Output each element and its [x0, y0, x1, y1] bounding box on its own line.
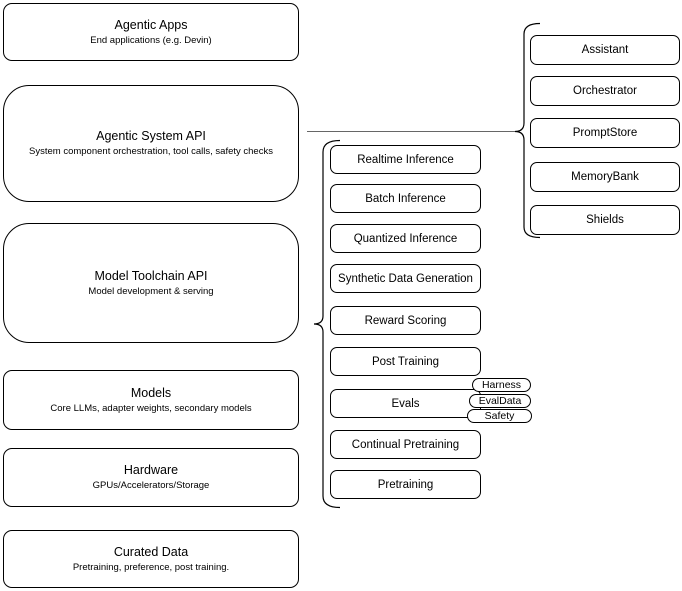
left-box-agentic-apps: Agentic Apps End applications (e.g. Devi… — [3, 3, 299, 61]
box-subtitle: End applications (e.g. Devin) — [90, 34, 212, 46]
evals-tag-harness: Harness — [472, 378, 531, 392]
left-box-models: Models Core LLMs, adapter weights, secon… — [3, 370, 299, 430]
system-box-assistant: Assistant — [530, 35, 680, 65]
system-box-memorybank: MemoryBank — [530, 162, 680, 192]
toolchain-box-pretraining: Pretraining — [330, 470, 481, 499]
box-title: Model Toolchain API — [94, 268, 208, 283]
box-subtitle: GPUs/Accelerators/Storage — [92, 480, 210, 491]
box-subtitle: Core LLMs, adapter weights, secondary mo… — [50, 402, 252, 414]
left-box-curated-data: Curated Data Pretraining, preference, po… — [3, 530, 299, 588]
box-subtitle: Model development & serving — [88, 285, 214, 297]
box-subtitle: Pretraining, preference, post training. — [72, 561, 230, 573]
toolchain-box-post-training: Post Training — [330, 347, 481, 376]
left-box-agentic-system-api: Agentic System API System component orch… — [3, 85, 299, 202]
toolchain-box-reward-scoring: Reward Scoring — [330, 306, 481, 335]
toolchain-box-batch-inference: Batch Inference — [330, 184, 481, 213]
box-subtitle: System component orchestration, tool cal… — [29, 146, 273, 157]
evals-tag-safety: Safety — [467, 409, 532, 423]
left-box-hardware: Hardware GPUs/Accelerators/Storage — [3, 448, 299, 507]
system-box-shields: Shields — [530, 205, 680, 235]
box-title: Models — [130, 385, 172, 400]
box-title: Curated Data — [113, 544, 189, 559]
toolchain-box-realtime-inference: Realtime Inference — [330, 145, 481, 174]
evals-tag-evaldata: EvalData — [469, 394, 531, 408]
system-box-orchestrator: Orchestrator — [530, 76, 680, 106]
toolchain-box-quantized-inference: Quantized Inference — [330, 224, 481, 253]
toolchain-box-synthetic-data-generation: Synthetic Data Generation — [330, 264, 481, 293]
toolchain-box-continual-pretraining: Continual Pretraining — [330, 430, 481, 459]
toolchain-box-evals: Evals — [330, 389, 481, 418]
box-title: Hardware — [123, 463, 179, 477]
box-title: Agentic System API — [96, 129, 206, 143]
box-title: Agentic Apps — [114, 17, 188, 32]
left-box-model-toolchain-api: Model Toolchain API Model development & … — [3, 223, 299, 343]
system-box-promptstore: PromptStore — [530, 118, 680, 148]
